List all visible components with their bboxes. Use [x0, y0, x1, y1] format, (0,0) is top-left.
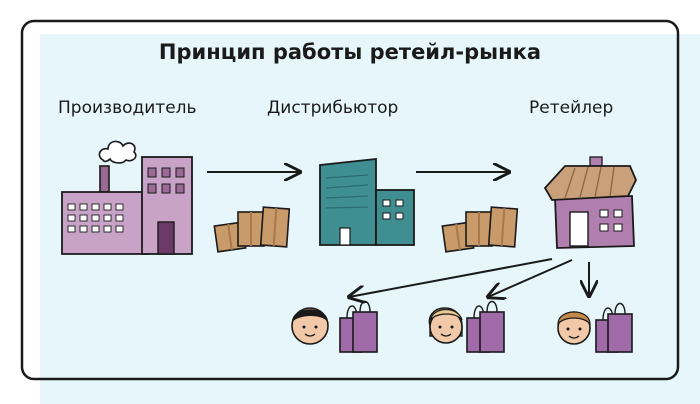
customer-face-icon [291, 307, 329, 345]
stage-label-producer: Производитель [58, 98, 197, 118]
boxes-icon [441, 206, 519, 253]
customer-face-icon [557, 311, 591, 345]
arrow-icon [349, 258, 553, 297]
shop-icon [543, 156, 637, 249]
arrow-icon [488, 259, 573, 297]
diagram-title: Принцип работы ретейл-рынка [158, 40, 542, 64]
shopping-bag-icon [339, 300, 378, 353]
stage-label-retailer: Ретейлер [529, 98, 614, 118]
stage-label-distributor: Дистрибьютор [267, 98, 399, 118]
boxes-icon [213, 206, 291, 253]
distributor-building-icon [319, 157, 415, 246]
shopping-bag-icon [466, 300, 505, 353]
shopping-bag-icon [595, 302, 633, 353]
factory-icon [61, 140, 193, 255]
customer-face-icon [428, 307, 463, 344]
smoke-icon [98, 140, 137, 164]
diagram-frame [20, 19, 680, 381]
